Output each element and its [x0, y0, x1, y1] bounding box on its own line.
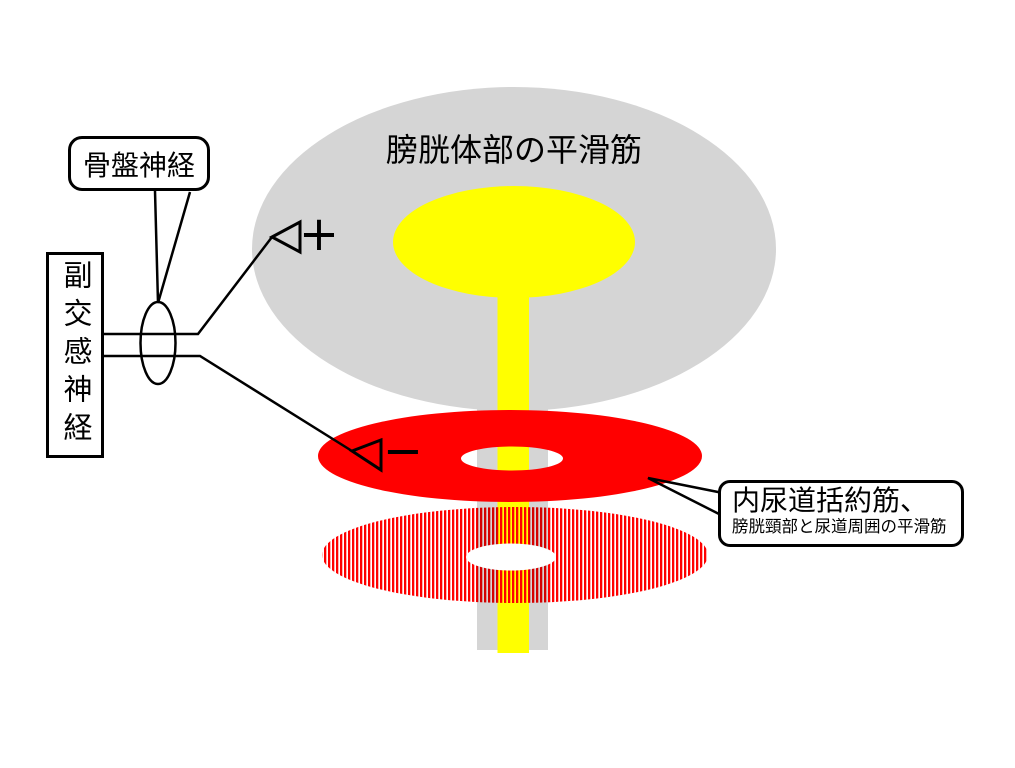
- sphincter-label-line2: 膀胱頸部と尿道周囲の平滑筋: [732, 518, 947, 536]
- pelvic-nerve-callout: 骨盤神経: [68, 136, 210, 191]
- sphincter-label-line1: 内尿道括約筋、: [732, 485, 929, 516]
- pelvic-nerve-callout-tail: [153, 190, 192, 304]
- minus-sign: −: [383, 423, 423, 479]
- plus-sign: +: [299, 206, 339, 262]
- parasympathetic-nerve-label: 副交感神経: [59, 260, 91, 450]
- pelvic-nerve-label: 骨盤神経: [82, 149, 195, 181]
- nerve-fiber-inhibitory: [104, 354, 353, 453]
- nerve-ganglion-loop: [139, 300, 177, 386]
- inhibitory-synapse-triangle-icon: [348, 437, 383, 473]
- excitatory-synapse-triangle-icon: [268, 219, 302, 255]
- sphincter-callout: 内尿道括約筋、 膀胱頸部と尿道周囲の平滑筋: [718, 480, 964, 547]
- diagram-title: 膀胱体部の平滑筋: [386, 132, 643, 168]
- internal-sphincter-donut: [318, 410, 702, 502]
- sphincter-callout-tail: [647, 476, 724, 517]
- striped-muscle-hole: [466, 543, 556, 571]
- nerve-fiber-excitatory: [104, 236, 273, 336]
- parasympathetic-nerve-box: 副交感神経: [46, 252, 104, 458]
